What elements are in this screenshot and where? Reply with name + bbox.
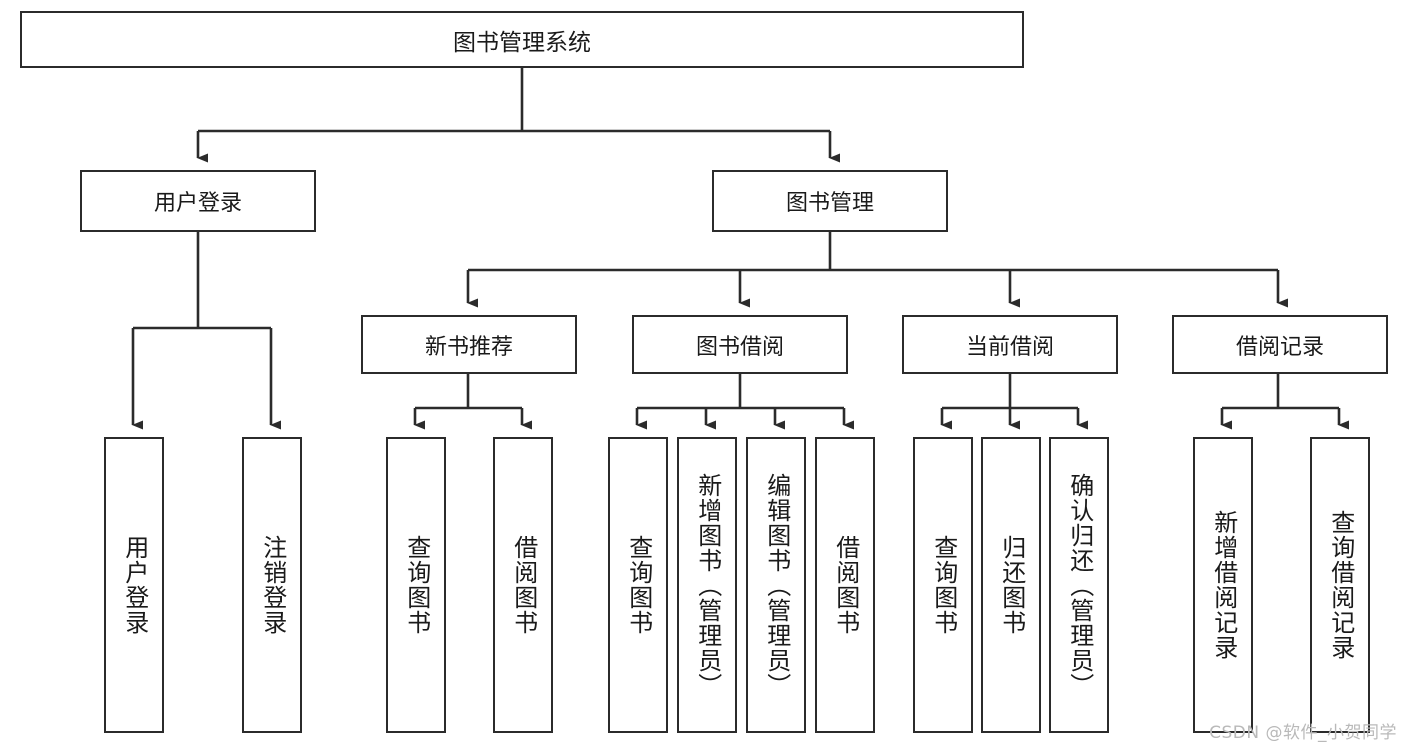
leaf-query-book-3[interactable]: 查询图书 (913, 437, 973, 733)
node-root-label: 图书管理系统 (453, 29, 591, 56)
leaf-borrow-book-1[interactable]: 借阅图书 (493, 437, 553, 733)
leaf-borrow-book-1-label: 借阅图书 (509, 535, 538, 635)
leaf-add-record-label: 新增借阅记录 (1209, 510, 1238, 660)
leaf-add-book[interactable]: 新增图书（管理员） (677, 437, 737, 733)
leaf-edit-book[interactable]: 编辑图书（管理员） (746, 437, 806, 733)
leaf-borrow-book-2-label: 借阅图书 (831, 535, 860, 635)
leaf-confirm-return-label: 确认归还（管理员） (1065, 472, 1094, 698)
leaf-query-book-2-label: 查询图书 (624, 535, 653, 635)
node-book-borrow-label: 图书借阅 (695, 334, 784, 360)
leaf-query-book-2[interactable]: 查询图书 (608, 437, 668, 733)
leaf-edit-book-label: 编辑图书（管理员） (762, 472, 791, 698)
leaf-query-record[interactable]: 查询借阅记录 (1310, 437, 1370, 733)
node-new-book-recommend[interactable]: 新书推荐 (361, 315, 577, 374)
leaf-user-login-label: 用户登录 (120, 535, 149, 635)
node-new-book-recommend-label: 新书推荐 (424, 334, 513, 360)
leaf-add-book-label: 新增图书（管理员） (693, 472, 722, 698)
node-user-login-label: 用户登录 (153, 191, 242, 216)
leaf-user-login[interactable]: 用户登录 (104, 437, 164, 733)
node-book-manage-label: 图书管理 (785, 191, 874, 216)
node-root[interactable]: 图书管理系统 (20, 11, 1024, 68)
node-borrow-record[interactable]: 借阅记录 (1172, 315, 1388, 374)
leaf-query-book-1-label: 查询图书 (402, 535, 431, 635)
node-book-borrow[interactable]: 图书借阅 (632, 315, 848, 374)
leaf-query-book-1[interactable]: 查询图书 (386, 437, 446, 733)
leaf-confirm-return[interactable]: 确认归还（管理员） (1049, 437, 1109, 733)
watermark: CSDN @软件_小贺同学 (1209, 723, 1397, 743)
leaf-query-book-3-label: 查询图书 (929, 535, 958, 635)
node-current-borrow-label: 当前借阅 (965, 334, 1054, 360)
leaf-add-record[interactable]: 新增借阅记录 (1193, 437, 1253, 733)
leaf-borrow-book-2[interactable]: 借阅图书 (815, 437, 875, 733)
leaf-return-book[interactable]: 归还图书 (981, 437, 1041, 733)
leaf-query-record-label: 查询借阅记录 (1326, 510, 1355, 660)
node-borrow-record-label: 借阅记录 (1235, 334, 1324, 360)
leaf-return-book-label: 归还图书 (997, 535, 1026, 635)
node-book-manage[interactable]: 图书管理 (712, 170, 948, 232)
node-current-borrow[interactable]: 当前借阅 (902, 315, 1118, 374)
leaf-logout[interactable]: 注销登录 (242, 437, 302, 733)
node-user-login[interactable]: 用户登录 (80, 170, 316, 232)
leaf-logout-label: 注销登录 (258, 535, 287, 635)
